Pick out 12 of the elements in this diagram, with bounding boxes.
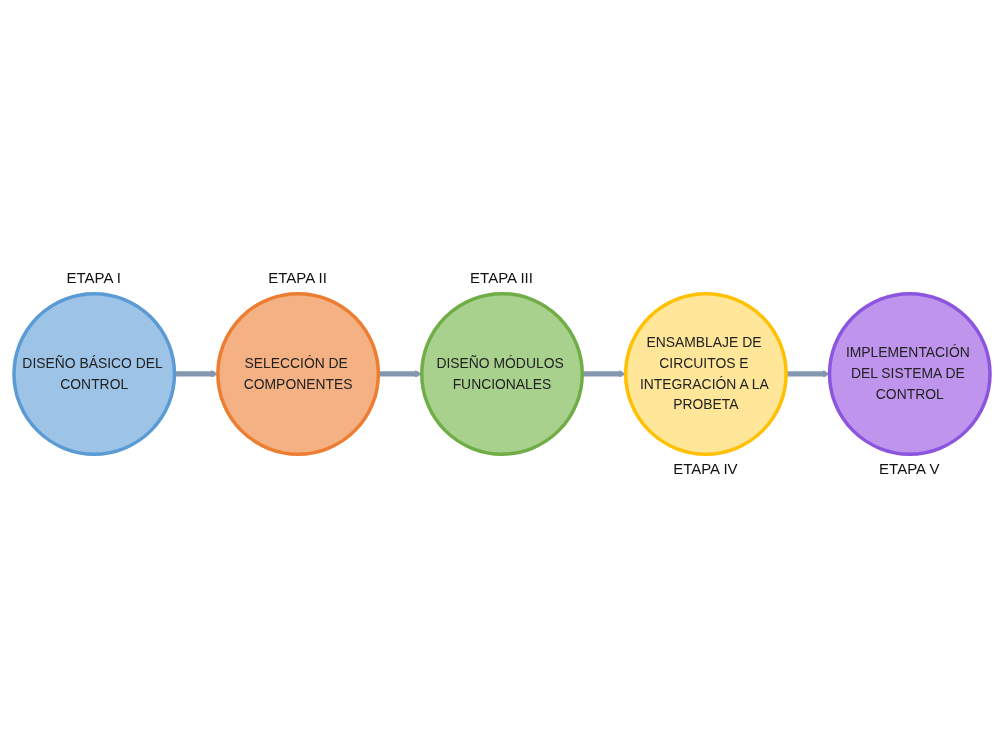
node-circle: IMPLEMENTACIÓN DEL SISTEMA DE CONTROL <box>827 291 992 456</box>
node-circle: DISEÑO MÓDULOS FUNCIONALES <box>419 291 584 456</box>
arrow <box>581 369 626 378</box>
stage-label: ETAPA III <box>470 269 533 288</box>
stage-label: ETAPA V <box>879 459 940 478</box>
stage-label: ETAPA I <box>66 269 121 288</box>
node-circle: ENSAMBLAJE DE CIRCUITOS E INTEGRACIÓN A LA PROBETA <box>623 291 788 456</box>
stage-label: ETAPA II <box>268 269 327 288</box>
node-circle: SELECCIÓN DE COMPONENTES <box>215 291 380 456</box>
stage-label: ETAPA IV <box>673 459 738 478</box>
arrow <box>785 369 830 378</box>
node-circle: DISEÑO BÁSICO DEL CONTROL <box>11 291 176 456</box>
